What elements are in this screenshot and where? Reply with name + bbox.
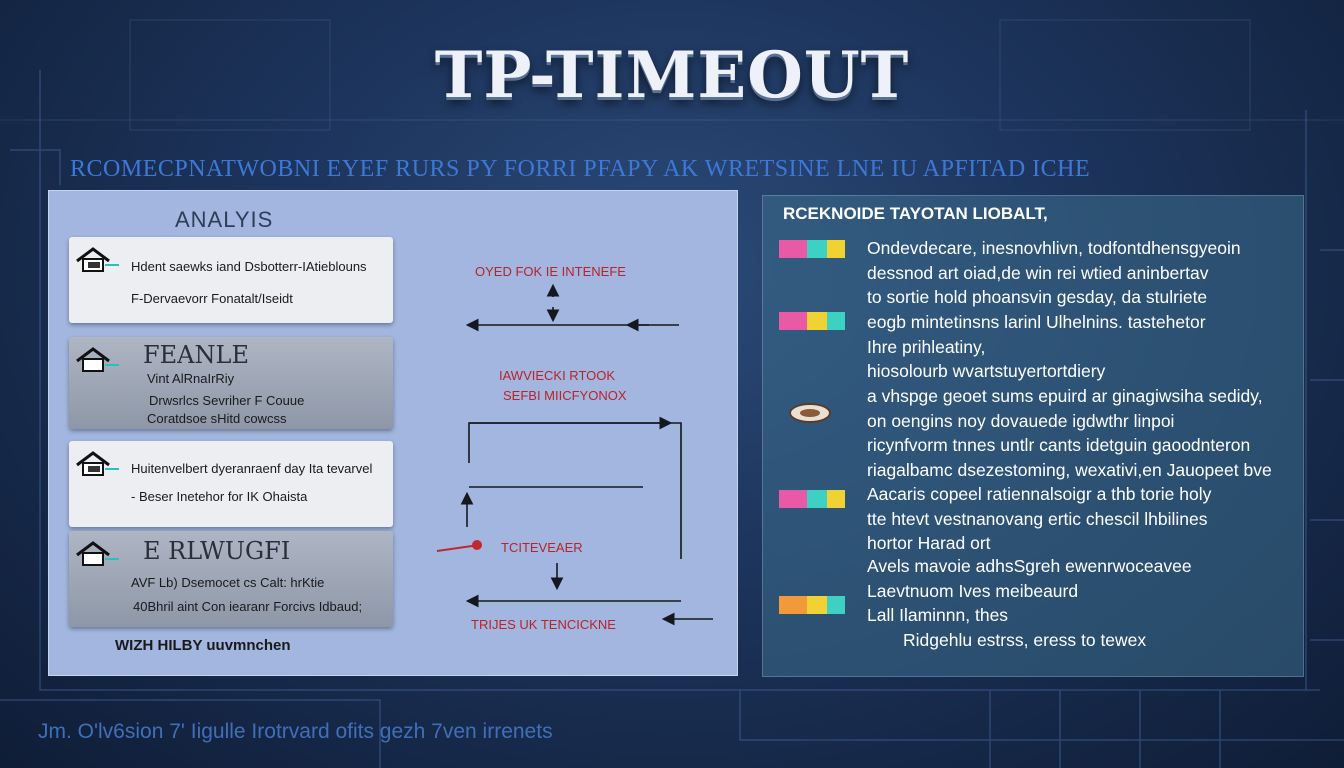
card-2-line-2: Drwsrlcs Sevriher F Couue (149, 393, 305, 408)
analysis-footer: WIZH HILBY uuvmnchen (115, 637, 291, 654)
paragraph-4-line-2: tte htevt vestnanovang ertic chescil lhb… (867, 508, 1208, 529)
diagram-label-bottom: TRIJES UK TENCICKNE (471, 617, 616, 632)
analysis-panel: ANALYIS Hdent saewks iand Dsbotterr-IAti… (48, 190, 738, 676)
analysis-card-1: Hdent saewks iand Dsbotterr-IAtieblouns … (69, 237, 393, 323)
paragraph-3-line-4: riagalbamc dsezestoming, wexativi,en Jau… (867, 459, 1272, 480)
card-1-line-2: F-Dervaevorr Fonatalt/Iseidt (131, 291, 293, 306)
paragraph-1-line-1: Ondevdecare, inesnovhlivn, todfontdhensg… (867, 238, 1241, 258)
bottom-caption: Jm. O'lv6sion 7' Iigulle Irotrvard ofits… (38, 720, 553, 743)
card-2-title: FEANLE (143, 341, 249, 369)
flow-loop (468, 422, 682, 559)
color-chip-icon (779, 312, 845, 330)
paragraph-4-line-1: Aacaris copeel ratiennalsoigr a thb tori… (867, 484, 1212, 504)
diagram-label-mid-1: IAWVIECKI RTOOK (499, 368, 616, 383)
paragraph-1-line-2: dessnod art oiad,de win rei wtied aninbe… (867, 262, 1209, 283)
card-4-line-1: AVF Lb) Dsemocet cs Calt: hrKtie (131, 575, 325, 590)
color-chip-icon (779, 240, 845, 258)
details-paragraph-2: eogb mintetinsns larinl Ulhelnins. taste… (867, 310, 1206, 384)
analysis-card-2: FEANLE Vint AlRnaIrRiy Drwsrlcs Sevriher… (69, 337, 393, 429)
color-chip-icon (779, 596, 845, 614)
card-3-line-1: Huitenvelbert dyeranraenf day Ita tevarv… (131, 461, 373, 476)
color-chip-icon (779, 490, 845, 508)
analysis-card-3: Huitenvelbert dyeranraenf day Ita tevarv… (69, 441, 393, 527)
diagram-label-top: OYED FOK IE INTENEFE (475, 264, 626, 279)
details-paragraph-3: a vhspge geoet sums epuird ar ginagiwsih… (867, 384, 1272, 482)
card-3-line-2: - Beser Inetehor for IK Ohaista (131, 489, 308, 504)
house-icon (76, 347, 119, 372)
flow-accent-line (436, 544, 480, 552)
page-subtitle: RCOMECPNATWOBNI EYEF RURS PY FORRI PFAPY… (70, 156, 1091, 182)
details-paragraph-4: Aacaris copeel ratiennalsoigr a thb tori… (867, 482, 1211, 556)
card-2-line-1: Vint AlRnaIrRiy (147, 371, 235, 386)
diagram-label-mid-2: SEFBI MIICFYONOX (503, 388, 627, 403)
flow-diagram (436, 283, 713, 626)
details-paragraph-5: Avels mavoie adhsSgreh ewenrwoceavee Lae… (867, 554, 1192, 652)
paragraph-5-line-3: Lall Ilaminnn, thes (867, 605, 1009, 625)
paragraph-5-line-1: Avels mavoie adhsSgreh ewenrwoceavee (867, 556, 1192, 576)
house-icon (76, 247, 119, 272)
diagram-label-left: TCITEVEAER (501, 540, 583, 555)
analysis-card-4: E RLWUGFI AVF Lb) Dsemocet cs Calt: hrKt… (69, 531, 393, 627)
details-panel: RCEKNOIDE TAYOTAN LIOBALT, Ondevdecare, … (762, 195, 1304, 677)
paragraph-2-line-3: hiosolourb wvartstuyertortdiery (867, 361, 1106, 381)
card-1-line-1: Hdent saewks iand Dsbotterr-IAtieblouns (131, 259, 367, 274)
page-title: TP-TIMEOUT (434, 38, 910, 113)
card-2-line-3: Coratdsoe sHitd cowcss (147, 411, 287, 426)
card-4-line-2: 40Bhril aint Con iearanr Forcivs Idbaud; (133, 599, 363, 614)
card-4-title: E RLWUGFI (143, 537, 291, 565)
paragraph-2-line-2: Ihre prihleatiny, (867, 336, 986, 357)
paragraph-3-line-2: on oengins noy dovauede igdwthr linpoi (867, 410, 1175, 431)
paragraph-3-line-1: a vhspge geoet sums epuird ar ginagiwsih… (867, 386, 1263, 406)
paragraph-4-line-3: hortor Harad ort (867, 533, 991, 553)
paragraph-5-line-2: Laevtnuom Ives meibeaurd (867, 580, 1079, 601)
details-heading: RCEKNOIDE TAYOTAN LIOBALT, (783, 204, 1048, 223)
house-icon (76, 541, 119, 566)
paragraph-3-line-3: ricynfvorm tnnes untlr cants idetguin ga… (867, 435, 1251, 455)
house-icon (76, 451, 119, 476)
paragraph-5-line-4: Ridgehlu estrss, eress to tewex (903, 629, 1147, 650)
paragraph-2-line-1: eogb mintetinsns larinl Ulhelnins. taste… (867, 312, 1206, 332)
details-paragraph-1: Ondevdecare, inesnovhlivn, todfontdhensg… (867, 236, 1241, 310)
coin-icon (789, 403, 831, 423)
analysis-heading: ANALYIS (175, 207, 274, 232)
paragraph-1-line-3: to sortie hold phoansvin gesday, da stul… (867, 287, 1208, 307)
